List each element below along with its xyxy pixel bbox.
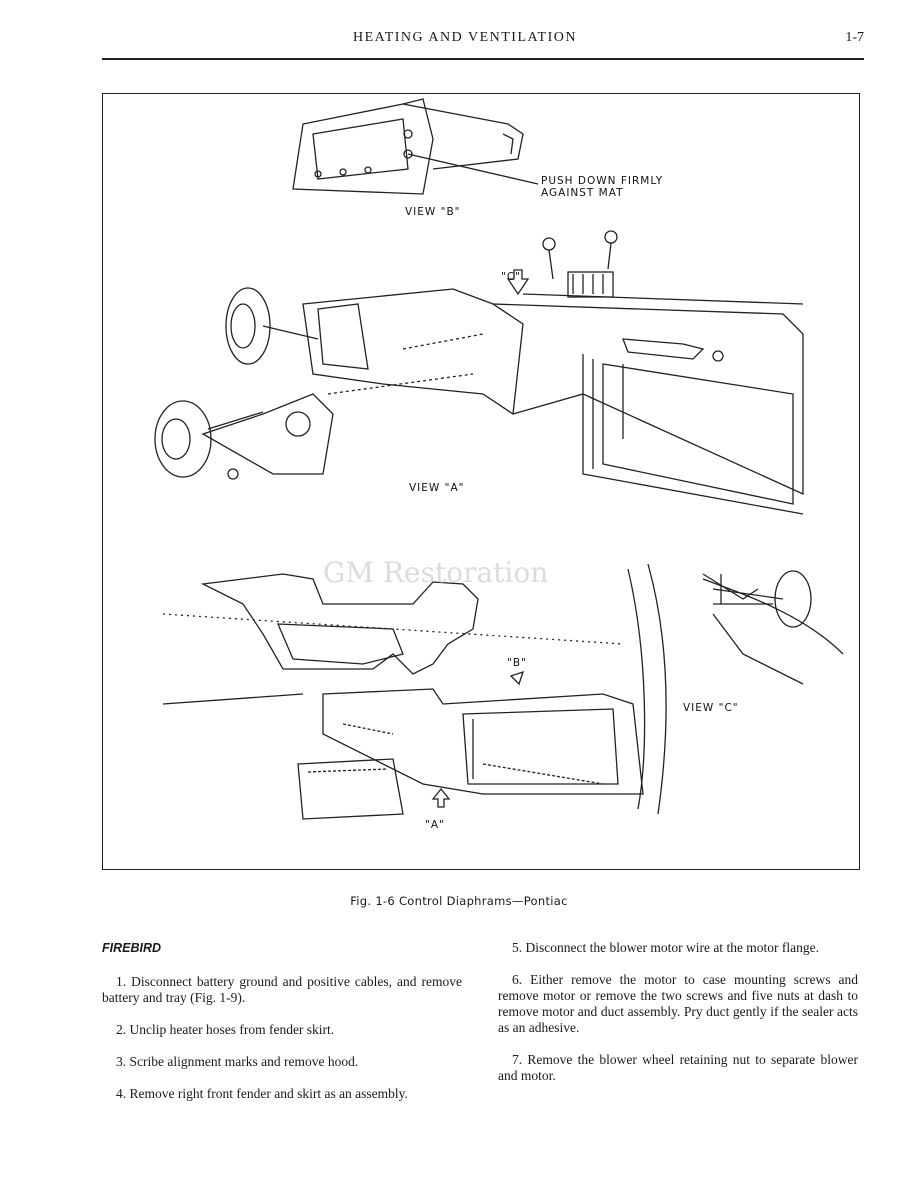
step-number: 6. (512, 972, 523, 987)
view-b-label: VIEW "B" (405, 206, 461, 218)
step-text: Unclip heater hoses from fender skirt. (129, 1022, 335, 1037)
callout-c-label: "C" (501, 271, 521, 283)
header-rule (102, 58, 864, 60)
left-column: FIREBIRD 1. Disconnect battery ground an… (102, 940, 462, 1118)
step-6: 6. Either remove the motor to case mount… (498, 972, 858, 1036)
figure-caption: Fig. 1-6 Control Diaphrams—Pontiac (350, 894, 568, 908)
callout-b-label: "B" (507, 657, 527, 669)
step-7: 7. Remove the blower wheel retaining nut… (498, 1052, 858, 1084)
step-number: 3. (116, 1054, 127, 1069)
step-number: 2. (116, 1022, 127, 1037)
push-down-label-line2: AGAINST MAT (541, 187, 624, 199)
step-text: Either remove the motor to case mounting… (498, 972, 858, 1035)
step-4: 4. Remove right front fender and skirt a… (102, 1086, 462, 1102)
step-5: 5. Disconnect the blower motor wire at t… (498, 940, 858, 956)
figure-frame: GM Restoration PUSH DOWN FIRMLY AGAINST … (102, 93, 860, 870)
control-diaphragm-illustration: GM Restoration PUSH DOWN FIRMLY AGAINST … (154, 98, 844, 831)
step-1: 1. Disconnect battery ground and positiv… (102, 974, 462, 1006)
step-text: Remove right front fender and skirt as a… (129, 1086, 408, 1101)
step-3: 3. Scribe alignment marks and remove hoo… (102, 1054, 462, 1070)
view-c-label: VIEW "C" (683, 702, 739, 714)
step-number: 4. (116, 1086, 127, 1101)
right-column: 5. Disconnect the blower motor wire at t… (498, 940, 858, 1100)
callout-a-label: "A" (425, 819, 445, 831)
watermark-text: GM Restoration (323, 556, 548, 589)
section-title: FIREBIRD (102, 941, 162, 955)
step-number: 5. (512, 940, 523, 955)
page-header: HEATING AND VENTILATION 1-7 (0, 30, 918, 50)
step-text: Scribe alignment marks and remove hood. (129, 1054, 359, 1069)
step-text: Disconnect the blower motor wire at the … (525, 940, 820, 955)
step-number: 1. (116, 974, 127, 989)
step-text: Remove the blower wheel retaining nut to… (498, 1052, 858, 1083)
step-number: 7. (512, 1052, 523, 1067)
page-title: HEATING AND VENTILATION (353, 30, 577, 45)
step-text: Disconnect battery ground and positive c… (102, 974, 462, 1005)
page-number: 1-7 (845, 30, 864, 45)
step-2: 2. Unclip heater hoses from fender skirt… (102, 1022, 462, 1038)
view-a-label: VIEW "A" (409, 482, 464, 494)
push-down-label-line1: PUSH DOWN FIRMLY (541, 175, 663, 187)
